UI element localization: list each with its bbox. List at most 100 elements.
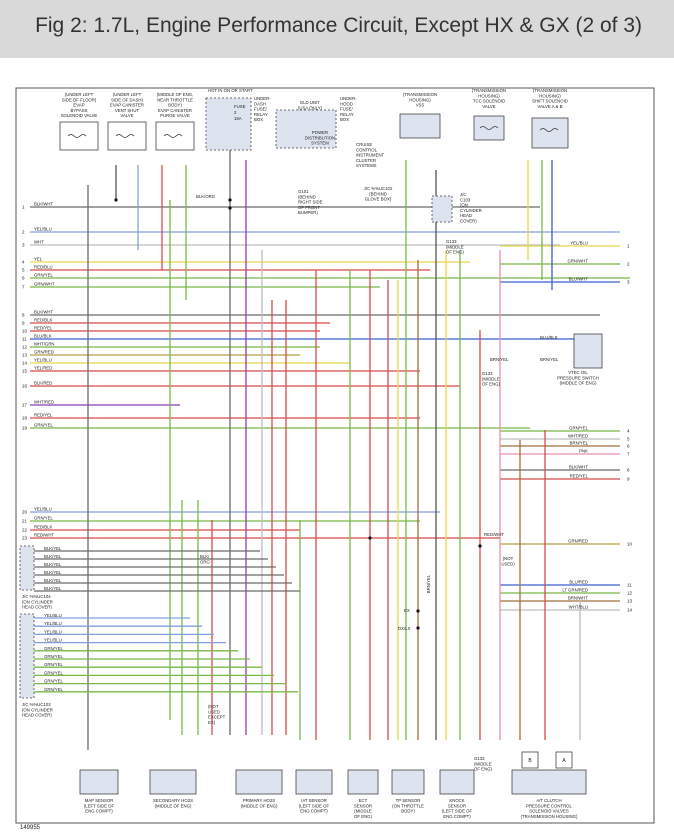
pin-number-left: 20 (22, 510, 28, 515)
g133-top-label: OF ENG) (446, 250, 464, 255)
under-hood-box-label: HOOD (340, 101, 353, 106)
pin-number-left: 12 (22, 345, 28, 350)
tcc-coil-symbol (479, 126, 499, 130)
bottom-component-5 (391, 769, 425, 795)
pin-number-left: 23 (22, 536, 28, 541)
evap-bypass-label: SOLENOID VALVE (61, 113, 98, 118)
not-used-ex-label: EX) (208, 720, 216, 725)
pin-number-left: 5 (22, 268, 25, 273)
wire-code-left: RED/BLK (34, 525, 53, 530)
cruise-control-label: CRUISE (356, 142, 372, 147)
evap-purge-label: (MIDDLE OF ENG, (157, 92, 194, 97)
bottom-component-label-0: MAP SENSOR (85, 798, 114, 803)
tcc-solenoid-label: HOUSING) (478, 93, 500, 98)
under-dash-fuse-box (205, 97, 252, 151)
bottom-component-label-7: (TRANSMISSION HOUSING) (521, 814, 578, 819)
splice-dot (416, 609, 420, 613)
pin-number-left: 8 (22, 313, 25, 318)
wire-code-left: GRN/YEL (34, 273, 53, 278)
jc-glove-box-label: J/C %%UC102 (364, 186, 393, 191)
pin-number-right: 14 (627, 608, 633, 613)
wire-code-left: RED/BLK (34, 318, 53, 323)
bottom-component-3 (295, 769, 333, 795)
splice-dot (368, 536, 372, 540)
bottom-component-1 (149, 769, 197, 795)
pin-number-left: 17 (22, 403, 28, 408)
evap-purge-label: BODY) (168, 103, 182, 108)
wire-code-left: YEL/RED (34, 366, 52, 371)
wire-code-right: RED/YEL (570, 474, 589, 479)
wire-code-left: RED/YEL (34, 326, 53, 331)
jc103-label: (ON (460, 203, 468, 208)
pin-number-left: 6 (22, 276, 25, 281)
tcc-solenoid-label: VALVE (482, 104, 495, 109)
pin-number-right: 5 (627, 437, 630, 442)
wire-code-left: GRN/YEL (34, 423, 53, 428)
jc-glove-box-label: (BEHIND (369, 191, 387, 196)
wire-code-right: WHT/RED (568, 434, 588, 439)
jc103b-wire-label: YEL/BLU (44, 613, 62, 618)
not-used-ex-label: (NOT (208, 704, 219, 709)
pin-number-left: 3 (22, 243, 25, 248)
wire-code-right: YEL/BLU (570, 241, 588, 246)
g101-ground-label: RIGHT SIDE (298, 200, 323, 205)
dxlx-label: DX/LX (398, 626, 411, 631)
jc103b-wire-label: GRN/YEL (44, 662, 63, 667)
jc103b-wire-label: GRN/YEL (44, 687, 63, 692)
vtec-switch-label: PRESSURE SWITCH (557, 375, 599, 380)
brn-yel-vertical-label: BRN/YEL (426, 574, 431, 593)
jc103b-wire-label: YEL/BLU (44, 621, 62, 626)
under-hood-box-label: RELAY (340, 112, 354, 117)
jc103-connector (431, 195, 453, 223)
bottom-component-2 (235, 769, 283, 795)
evap-vent-label: VENT SHUT (115, 108, 140, 113)
evap-vent-valve (107, 121, 147, 151)
bottom-component-label-2: PRIMARY HO2S (243, 798, 275, 803)
wire-code-left: WHT/GRN (34, 342, 55, 347)
evap-bypass-coil-symbol (67, 134, 87, 138)
power-distribution-label: POWER (312, 130, 328, 135)
evap-vent-label: EVAP CANISTER (110, 103, 144, 108)
pin-number-left: 22 (22, 528, 28, 533)
pin-number-right: 1 (627, 244, 630, 249)
wire-code-right: BRN/WHT (568, 596, 588, 601)
wire-code-right: BLU/WHT (569, 277, 589, 282)
bottom-component-label-4: (MIDDLE (354, 809, 372, 814)
g101-ground-label: G101 (298, 189, 309, 194)
bottom-component-7 (511, 769, 587, 795)
jc103b-wire-label: YEL/BLU (44, 638, 62, 643)
g133-brn-yel-label: BRN/YEL (490, 357, 509, 362)
jc103-label: HEAD (460, 213, 472, 218)
evap-bypass-label: BYPASS (71, 108, 88, 113)
pin-number-left: 7 (22, 285, 25, 290)
tcc-solenoid-label: TCC SOLENOID (473, 99, 505, 104)
jc103b-label: (ON CYLINDER (22, 707, 53, 712)
fuse-label: FUSE (234, 104, 246, 109)
vtec-oil-switch (573, 333, 603, 369)
jc103b-label: HEAD COVER) (22, 713, 52, 718)
cruise-control-label: CONTROL (356, 147, 378, 152)
pin-number-left: 1 (22, 205, 25, 210)
g133-bottom-label: G133 (474, 756, 485, 761)
wire-code-left: YEL/BLU (34, 358, 52, 363)
blk-org-label: BLK/ORG (196, 194, 216, 199)
pin-number-left: 21 (22, 519, 28, 524)
under-dash-box-label: BOX (254, 117, 263, 122)
under-dash-box-label: RELAY (254, 112, 268, 117)
jc104-wire-label: BLK/YEL (44, 562, 62, 567)
fuse-amp: 15A (234, 116, 242, 121)
evap-purge-label: EVAP CANISTER (158, 108, 192, 113)
shift-solenoid-label: SHIFT SOLENOID (532, 99, 568, 104)
bottom-component-label-1: (MIDDLE OF ENG) (155, 803, 192, 808)
bottom-component-label-2: (MIDDLE OF ENG) (241, 803, 278, 808)
evap-vent-label: VALVE (120, 113, 133, 118)
eld-unit (275, 109, 337, 149)
jc104-wire-label: BLK/YEL (44, 554, 62, 559)
wire-code-left: WHT (34, 240, 44, 245)
jc103-label: CYLINDER (460, 208, 482, 213)
evap-vent-label: SIDE OF DASH) (111, 97, 143, 102)
splice-dot (416, 626, 420, 630)
g133-bottom-label: (MIDDLE (474, 761, 492, 766)
evap-purge-coil-symbol (163, 134, 183, 138)
